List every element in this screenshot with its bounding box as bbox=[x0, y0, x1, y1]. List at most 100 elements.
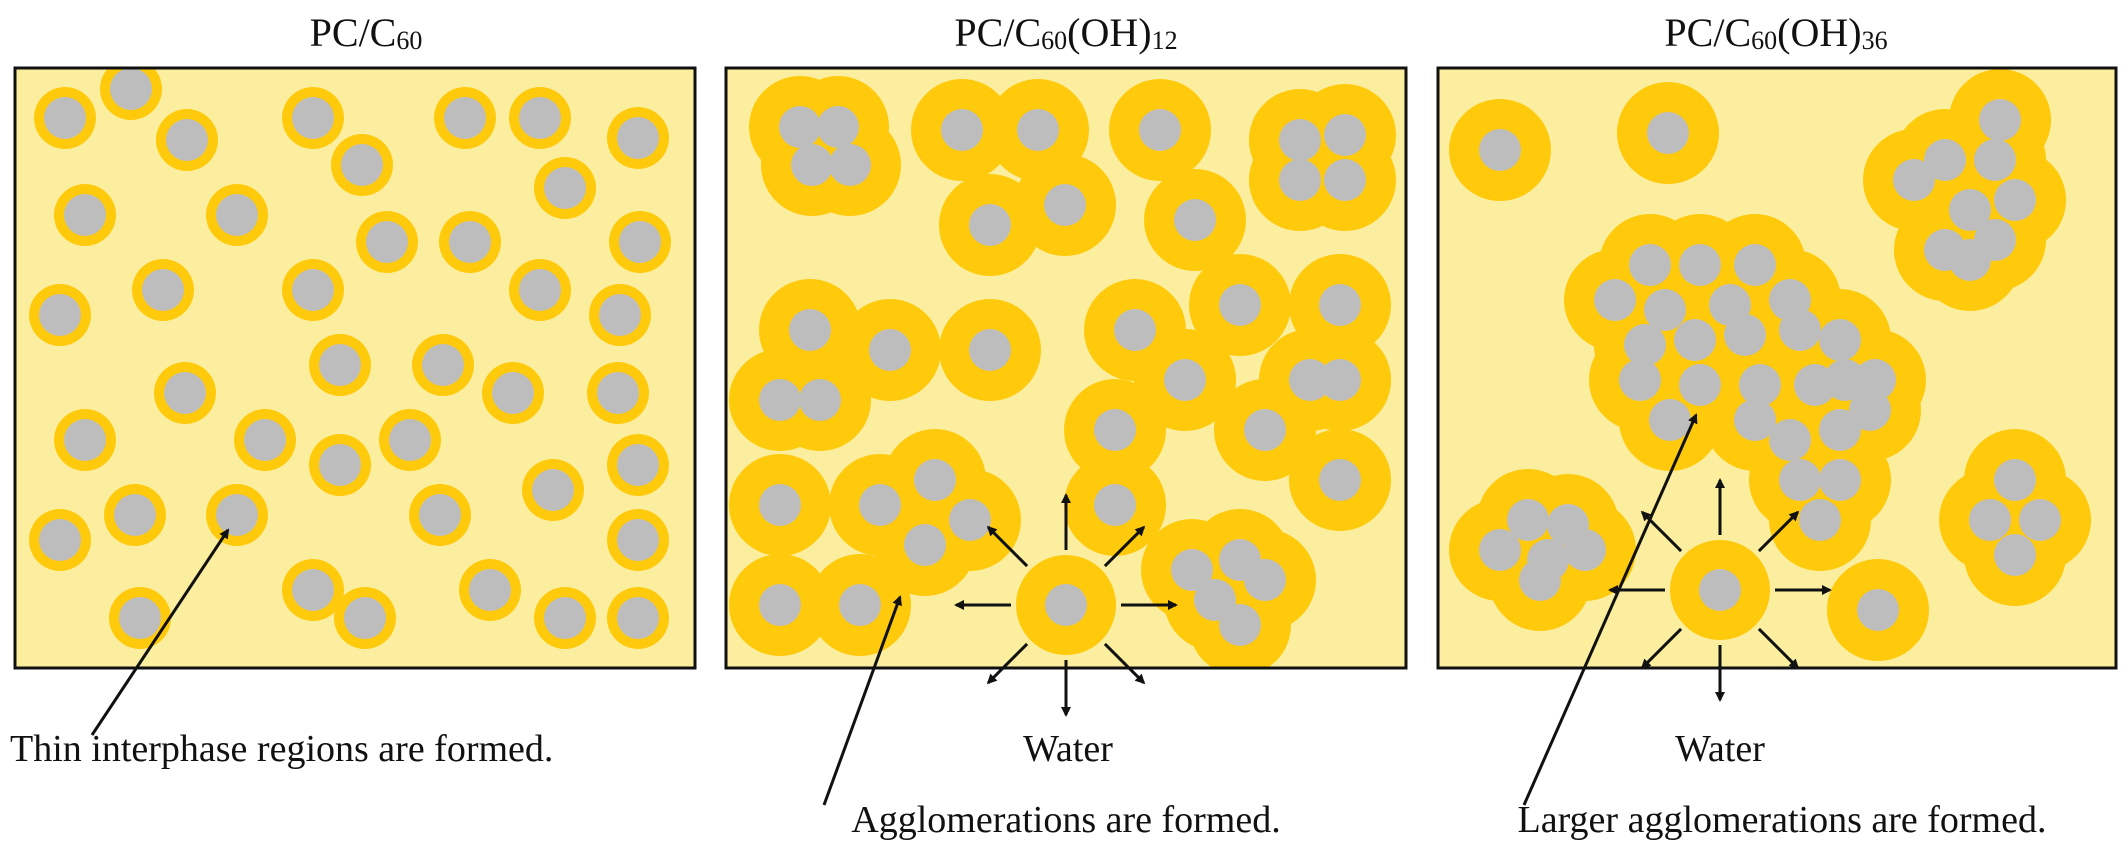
nanoparticle bbox=[1649, 399, 1691, 441]
nanoparticle bbox=[1924, 139, 1966, 181]
nanoparticle bbox=[119, 597, 161, 639]
nanoparticle bbox=[617, 519, 659, 561]
nanoparticle bbox=[1164, 359, 1206, 401]
nanoparticle bbox=[949, 499, 991, 541]
nanoparticle bbox=[419, 494, 461, 536]
nanoparticle bbox=[1094, 409, 1136, 451]
nanoparticle bbox=[869, 329, 911, 371]
nanoparticle bbox=[1171, 549, 1213, 591]
nanoparticle bbox=[759, 379, 801, 421]
nanoparticle bbox=[1994, 534, 2036, 576]
nanoparticle bbox=[216, 494, 258, 536]
nanoparticle bbox=[1949, 189, 1991, 231]
panel-1-title: PC/C60 bbox=[310, 10, 423, 55]
nanoparticle bbox=[216, 194, 258, 236]
nanoparticle bbox=[1319, 284, 1361, 326]
nanoparticle bbox=[292, 569, 334, 611]
nanoparticle bbox=[1624, 324, 1666, 366]
nanoparticle bbox=[110, 68, 152, 110]
nanoparticle bbox=[389, 419, 431, 461]
nanoparticle bbox=[39, 519, 81, 561]
nanoparticle bbox=[341, 144, 383, 186]
nanoparticle bbox=[1674, 319, 1716, 361]
nanoparticle bbox=[1519, 559, 1561, 601]
nanoparticle bbox=[319, 444, 361, 486]
nanoparticle bbox=[1979, 99, 2021, 141]
water-arrow bbox=[986, 525, 1029, 568]
central-particle bbox=[1699, 569, 1741, 611]
panel-2-caption: Agglomerations are formed. bbox=[851, 799, 1280, 841]
nanoparticle bbox=[904, 524, 946, 566]
water-arrow bbox=[1640, 627, 1683, 670]
nanoparticle bbox=[1819, 459, 1861, 501]
nanoparticle bbox=[759, 584, 801, 626]
nanoparticle bbox=[64, 194, 106, 236]
nanoparticle bbox=[1949, 239, 1991, 281]
nanoparticle bbox=[449, 221, 491, 263]
nanoparticle bbox=[1174, 199, 1216, 241]
nanoparticle bbox=[1857, 589, 1899, 631]
nanoparticle bbox=[519, 269, 561, 311]
nanoparticle bbox=[142, 269, 184, 311]
nanoparticle bbox=[1289, 359, 1331, 401]
panel-1-pointer-arrow bbox=[90, 528, 230, 736]
nanoparticle bbox=[619, 221, 661, 263]
nanoparticle bbox=[1819, 409, 1861, 451]
nanoparticle bbox=[469, 569, 511, 611]
nanoparticle bbox=[292, 269, 334, 311]
nanoparticle bbox=[617, 117, 659, 159]
nanoparticle bbox=[1969, 499, 2011, 541]
nanoparticle bbox=[422, 344, 464, 386]
nanoparticle bbox=[39, 294, 81, 336]
nanoparticle bbox=[1114, 309, 1156, 351]
panel-2-water-label: Water bbox=[1023, 728, 1113, 770]
nanoparticle bbox=[1094, 484, 1136, 526]
nanoparticle bbox=[519, 97, 561, 139]
nanoparticle bbox=[969, 329, 1011, 371]
nanoparticle bbox=[532, 469, 574, 511]
nanoparticle bbox=[292, 97, 334, 139]
panel-3-title: PC/C60(OH)36 bbox=[1664, 10, 1887, 55]
nanoparticle bbox=[366, 221, 408, 263]
nanoparticle bbox=[829, 144, 871, 186]
nanoparticle bbox=[1734, 244, 1776, 286]
nanoparticle bbox=[544, 597, 586, 639]
nanoparticle bbox=[64, 419, 106, 461]
water-arrow bbox=[986, 642, 1029, 685]
panel-3-particles bbox=[1449, 69, 2091, 661]
panel-3-water-arrows bbox=[1608, 478, 1832, 702]
nanoparticle bbox=[791, 144, 833, 186]
nanoparticle bbox=[1319, 459, 1361, 501]
nanoparticle bbox=[914, 459, 956, 501]
nanoparticle bbox=[1139, 109, 1181, 151]
central-particle bbox=[1045, 584, 1087, 626]
nanoparticle bbox=[1629, 244, 1671, 286]
nanoparticle bbox=[1017, 109, 1059, 151]
nanoparticle bbox=[617, 597, 659, 639]
nanoparticle bbox=[492, 372, 534, 414]
panel-1-caption: Thin interphase regions are formed. bbox=[10, 728, 553, 770]
nanoparticle bbox=[244, 419, 286, 461]
nanoparticle bbox=[1479, 129, 1521, 171]
nanoparticle bbox=[114, 494, 156, 536]
nanoparticle bbox=[1769, 419, 1811, 461]
panel-2-particles bbox=[729, 76, 1396, 668]
nanoparticle bbox=[1244, 409, 1286, 451]
nanoparticle bbox=[779, 106, 821, 148]
nanoparticle bbox=[1324, 114, 1366, 156]
nanoparticle bbox=[1619, 359, 1661, 401]
nanoparticle bbox=[1594, 279, 1636, 321]
nanoparticle bbox=[799, 379, 841, 421]
water-arrow bbox=[1757, 627, 1800, 670]
nanoparticle bbox=[839, 584, 881, 626]
nanoparticle bbox=[444, 97, 486, 139]
nanoparticle bbox=[319, 344, 361, 386]
nanoparticle bbox=[1279, 119, 1321, 161]
nanoparticle bbox=[1799, 499, 1841, 541]
nanoparticle bbox=[166, 119, 208, 161]
nanoparticle bbox=[617, 444, 659, 486]
nanoparticle bbox=[344, 597, 386, 639]
nanoparticle bbox=[1779, 459, 1821, 501]
nanoparticle bbox=[1994, 459, 2036, 501]
